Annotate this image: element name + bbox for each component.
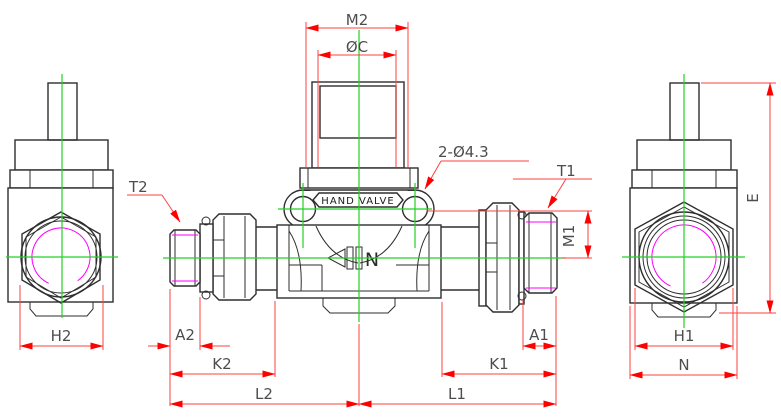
centerlines bbox=[6, 30, 745, 328]
dimension-labels: M2 ØC 2-Ø4.3 T2 T1 H2 A2 K2 L2 A1 K1 L1 … bbox=[51, 11, 762, 403]
label-l1: L1 bbox=[448, 385, 466, 403]
label-a2: A2 bbox=[175, 326, 195, 344]
label-l2: L2 bbox=[255, 385, 273, 403]
label-e: E bbox=[744, 193, 762, 202]
left-hex-nut bbox=[212, 213, 257, 301]
label-k1: K1 bbox=[489, 355, 508, 373]
cavity-curve-left-outer bbox=[288, 230, 302, 292]
left-hex-outer bbox=[21, 211, 101, 304]
center-knob-face bbox=[319, 85, 397, 139]
label-m2: M2 bbox=[346, 11, 369, 29]
left-body bbox=[7, 187, 114, 303]
label-h1: H1 bbox=[674, 327, 695, 345]
label-a1: A1 bbox=[529, 326, 549, 344]
leader-holes-note bbox=[424, 160, 529, 190]
name-plate bbox=[312, 192, 404, 208]
dimension-annotations bbox=[19, 22, 776, 408]
front-view: HAND VALVE N bbox=[169, 81, 558, 314]
leader-t1 bbox=[513, 178, 592, 209]
label-oc: ØC bbox=[346, 38, 368, 56]
name-plate-text: HAND VALVE bbox=[321, 196, 394, 207]
flow-letter: N bbox=[365, 249, 379, 271]
left-side-view bbox=[7, 82, 114, 317]
cavity-curve-right-outer bbox=[416, 230, 430, 292]
label-m1: M1 bbox=[560, 225, 578, 248]
label-t1: T1 bbox=[556, 162, 576, 180]
label-k2: K2 bbox=[212, 355, 231, 373]
label-holes-note: 2-Ø4.3 bbox=[438, 143, 489, 161]
label-h2: H2 bbox=[51, 327, 72, 345]
label-n: N bbox=[678, 356, 689, 374]
leader-t2 bbox=[127, 194, 181, 223]
right-thread-arc bbox=[651, 224, 717, 290]
cavity-curve-right-inner bbox=[359, 225, 403, 264]
left-thread-arc bbox=[31, 227, 91, 287]
label-t2: T2 bbox=[128, 178, 148, 196]
right-threaded-port bbox=[523, 212, 558, 294]
